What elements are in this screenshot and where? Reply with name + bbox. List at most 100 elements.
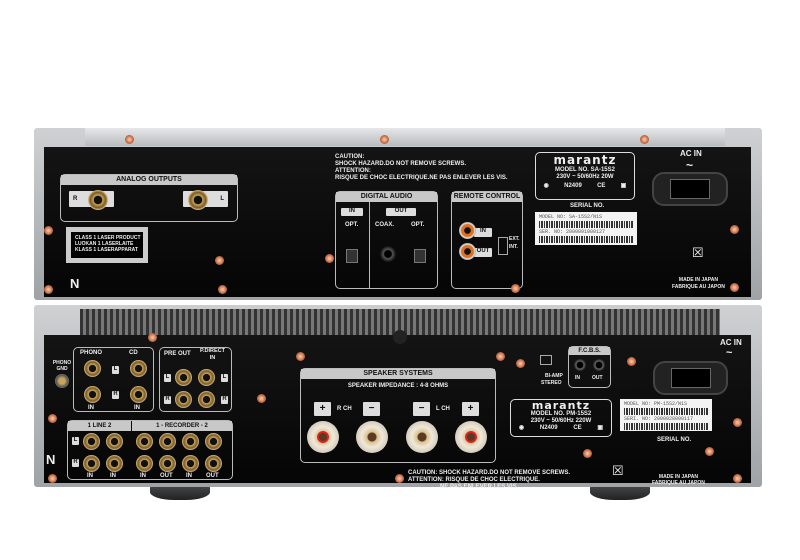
analog-outputs-section: ANALOG OUTPUTS R L xyxy=(60,174,238,222)
power-rating: 230V ~ 50/60Hz 20W xyxy=(556,174,614,180)
phono-gnd-terminal[interactable]: PHONO GND xyxy=(50,360,74,390)
p-direct-l-jack[interactable] xyxy=(198,369,215,386)
fcbs-in-label: IN xyxy=(575,375,580,381)
r-label: R xyxy=(164,396,171,404)
p-direct-r-jack[interactable] xyxy=(198,391,215,408)
remote-control-section: REMOTE CONTROL IN OUT EXT. INT. xyxy=(451,191,523,289)
screw xyxy=(516,359,525,368)
ac-power-inlet[interactable] xyxy=(653,361,728,395)
screw xyxy=(48,474,57,483)
cd-r-jack[interactable] xyxy=(130,386,147,403)
l-plus-binding-post[interactable] xyxy=(455,421,487,453)
l-minus-binding-post[interactable] xyxy=(406,421,438,453)
in-label: IN xyxy=(134,405,140,411)
ac-in-label: AC IN xyxy=(680,149,702,158)
n-mark: N xyxy=(70,276,80,291)
in-label: IN xyxy=(88,405,94,411)
certification-icon: ◉ xyxy=(543,183,549,189)
pre-out-r-jack[interactable] xyxy=(175,391,192,408)
rec1-out-r-jack[interactable] xyxy=(159,455,176,472)
coaxial-out-port[interactable] xyxy=(380,246,396,262)
rec2-in-r-jack[interactable] xyxy=(182,455,199,472)
phono-l-jack[interactable] xyxy=(84,360,101,377)
screw xyxy=(640,135,649,144)
r-label: R xyxy=(72,459,79,467)
rec1-out-l-jack[interactable] xyxy=(159,433,176,450)
sticker-serial: SER. NO: 2000091000127 xyxy=(539,229,606,235)
laser-text: LUOKAN 1 LASERLAITE xyxy=(75,241,134,247)
serial-no-label: SERIAL NO. xyxy=(657,437,692,443)
double-insulation-icon: ▣ xyxy=(597,425,604,431)
model-number: MODEL NO. PM-15S2 xyxy=(530,411,592,417)
line1-l-jack[interactable] xyxy=(83,433,100,450)
rec1-in-r-jack[interactable] xyxy=(136,455,153,472)
l-label: L xyxy=(72,437,79,445)
sticker-model: MODEL NO: PM-15S2/N1S xyxy=(624,401,688,407)
int-label: INT. xyxy=(509,244,518,250)
ac-power-inlet[interactable] xyxy=(652,172,728,206)
speaker-systems-title: SPEAKER SYSTEMS xyxy=(301,369,495,379)
chassis-hole xyxy=(393,330,407,344)
r-label: R xyxy=(112,391,119,399)
opt-out-label: OPT. xyxy=(411,222,425,228)
certification-icon: ◉ xyxy=(518,425,525,431)
jack-label: IN xyxy=(140,473,146,479)
screw xyxy=(325,254,334,263)
optical-in-port[interactable] xyxy=(346,249,358,263)
remote-in-jack[interactable] xyxy=(459,222,476,239)
rec2-out-r-jack[interactable] xyxy=(205,455,222,472)
fcbs-out-jack[interactable] xyxy=(593,359,605,371)
in-label: IN xyxy=(341,208,363,216)
screw xyxy=(583,449,592,458)
r-plus-binding-post[interactable] xyxy=(307,421,339,453)
cd-l-jack[interactable] xyxy=(130,360,147,377)
marantz-logo: marantz xyxy=(531,399,591,412)
r-label: R xyxy=(221,396,228,404)
remote-out-jack[interactable] xyxy=(459,243,476,260)
ce-mark: CE xyxy=(597,183,606,189)
biamp-stereo-switch[interactable] xyxy=(540,355,552,365)
laser-text: CLASS 1 LASER PRODUCT xyxy=(75,235,141,241)
ac-symbol: ~ xyxy=(726,347,733,359)
laser-label: CLASS 1 LASER PRODUCT LUOKAN 1 LASERLAIT… xyxy=(66,227,148,263)
jack-label: OUT xyxy=(160,473,173,479)
stereo-label: STEREO xyxy=(541,380,562,386)
phono-r-jack[interactable] xyxy=(84,386,101,403)
ext-int-switch[interactable] xyxy=(498,237,508,255)
line1-r-jack[interactable] xyxy=(83,455,100,472)
fcbs-title: F.C.B.S. xyxy=(569,347,610,355)
rec2-in-l-jack[interactable] xyxy=(182,433,199,450)
screw xyxy=(496,352,505,361)
screw xyxy=(705,447,714,456)
screw xyxy=(215,256,224,265)
rating-plate: marantz MODEL NO. SA-15S2 230V ~ 50/60Hz… xyxy=(535,152,635,200)
analog-out-l-jack[interactable] xyxy=(188,190,208,210)
screw xyxy=(257,394,266,403)
recorder-label: 1 - RECORDER - 2 xyxy=(132,421,232,431)
analog-out-r-jack[interactable] xyxy=(88,190,108,210)
pre-out-l-jack[interactable] xyxy=(175,369,192,386)
opt-in-label: OPT. xyxy=(345,222,359,228)
caution-text: CAUTION:SHOCK HAZARD.DO NOT REMOVE SCREW… xyxy=(335,154,508,181)
ac-symbol: ~ xyxy=(686,158,694,172)
l-label: L xyxy=(221,374,228,382)
screw xyxy=(395,474,404,483)
r-minus-binding-post[interactable] xyxy=(356,421,388,453)
screw xyxy=(733,418,742,427)
digital-audio-section: DIGITAL AUDIO IN OUT OPT. COAX. OPT. xyxy=(335,191,438,289)
screw xyxy=(730,283,739,292)
weee-recycle-icon: ☒ xyxy=(612,463,624,478)
serial-no-label: SERIAL NO. xyxy=(570,203,605,209)
screw xyxy=(218,285,227,294)
line2-r-jack[interactable] xyxy=(106,455,123,472)
line2-l-jack[interactable] xyxy=(106,433,123,450)
screw xyxy=(48,414,57,423)
fcbs-in-jack[interactable] xyxy=(574,359,586,371)
line-recorder-section: 1 LINE 2 1 - RECORDER - 2 L R IN IN IN O… xyxy=(67,420,233,480)
optical-out-port[interactable] xyxy=(414,249,426,263)
rec1-in-l-jack[interactable] xyxy=(136,433,153,450)
rec2-out-l-jack[interactable] xyxy=(205,433,222,450)
